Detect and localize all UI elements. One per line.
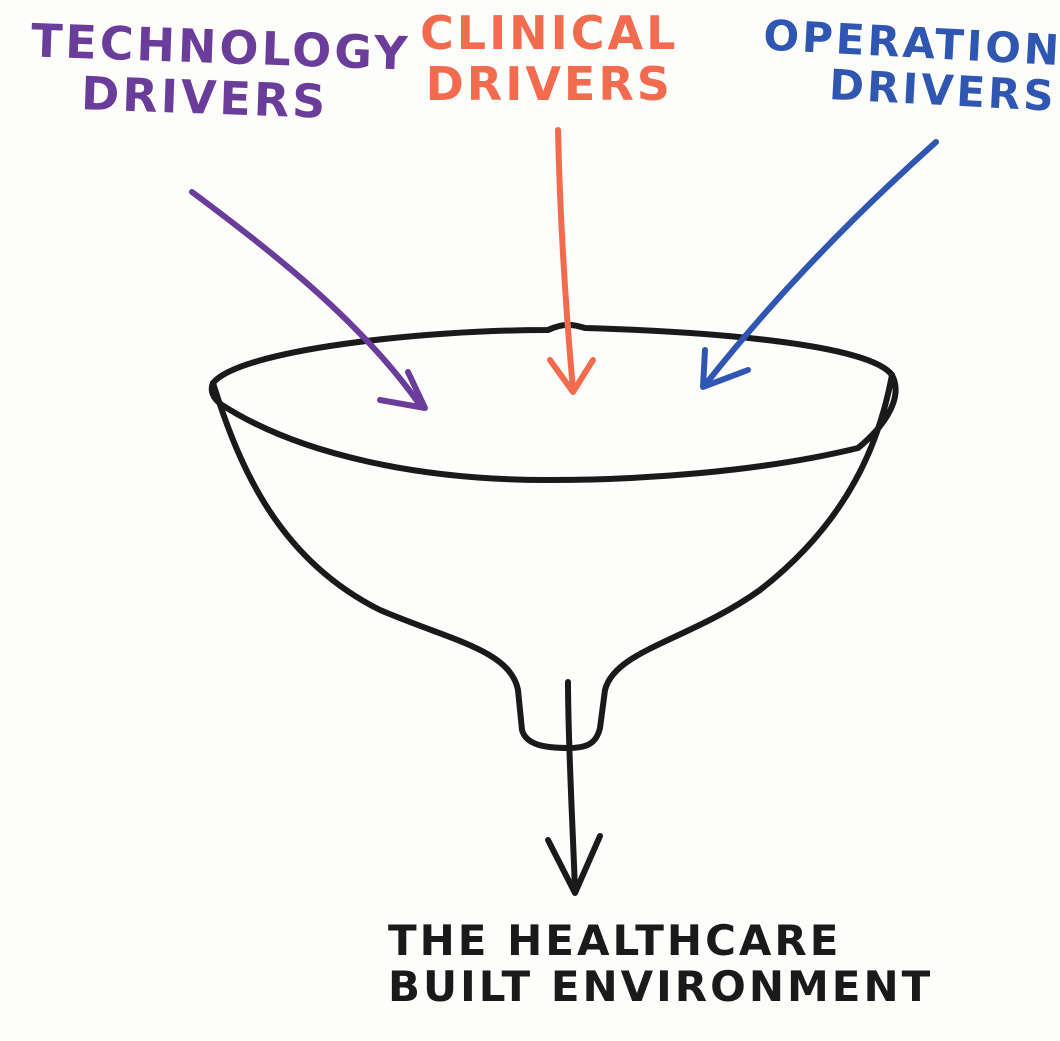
output-arrow-shaft <box>565 679 578 893</box>
output-line2: Built Environment <box>388 962 934 1012</box>
clinical-drivers-line2: Drivers <box>425 56 673 111</box>
operational-drivers-label: Operational Drivers <box>760 11 1060 124</box>
healthcare-built-environment-label: The Healthcare Built Environment <box>388 916 934 1012</box>
funnel-left-wall <box>210 380 571 751</box>
technology-arrow-shaft <box>189 189 423 408</box>
clinical-arrow-shaft <box>555 127 576 393</box>
operational-arrow-head <box>700 347 751 390</box>
funnel-right-wall <box>565 372 895 751</box>
output-arrow-head <box>545 833 603 896</box>
funnel-rim <box>208 321 899 483</box>
clinical-arrow-head <box>547 357 596 395</box>
output-line1: The Healthcare <box>388 916 842 965</box>
operational-arrow-shaft <box>702 139 939 388</box>
clinical-drivers-line1: Clinical <box>420 6 679 60</box>
technology-drivers-label: Technology Drivers <box>28 13 411 129</box>
technology-arrow-head <box>377 369 428 411</box>
clinical-drivers-label: Clinical Drivers <box>420 8 678 109</box>
